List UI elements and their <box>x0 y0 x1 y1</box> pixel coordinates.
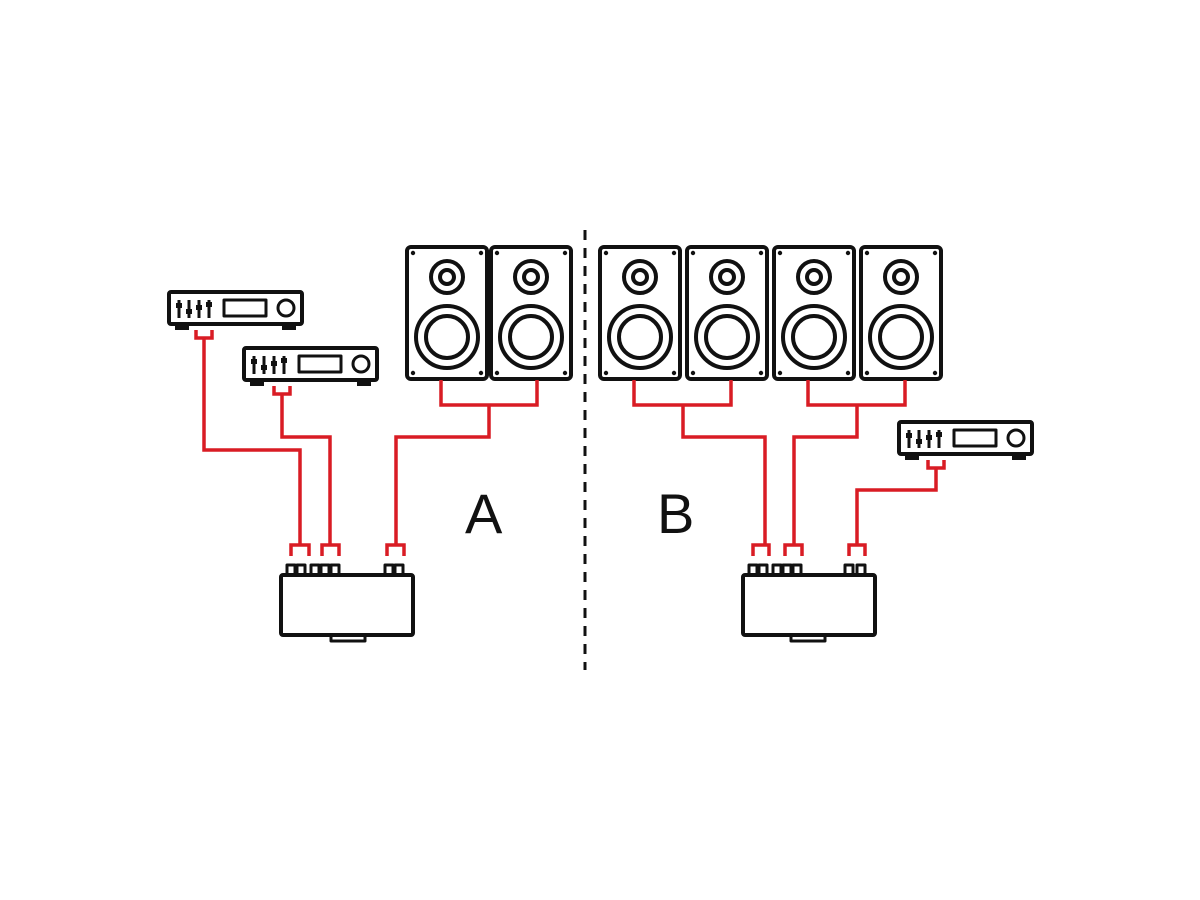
amplifier-icon <box>741 563 877 643</box>
speaker-icon <box>489 245 573 381</box>
cable <box>194 330 539 556</box>
speaker-icon <box>772 245 856 381</box>
cable <box>632 380 946 556</box>
receiver-icon <box>897 420 1034 462</box>
receiver-icon <box>242 346 379 388</box>
speaker-icon <box>859 245 943 381</box>
section-label-b: B <box>657 482 694 545</box>
section-a: A <box>167 245 573 643</box>
section-b: B <box>598 245 1034 643</box>
amplifier-icon <box>279 563 415 643</box>
receiver-icon <box>167 290 304 332</box>
speaker-icon <box>405 245 489 381</box>
section-label-a: A <box>465 482 503 545</box>
speaker-icon <box>598 245 682 381</box>
speaker-icon <box>685 245 769 381</box>
